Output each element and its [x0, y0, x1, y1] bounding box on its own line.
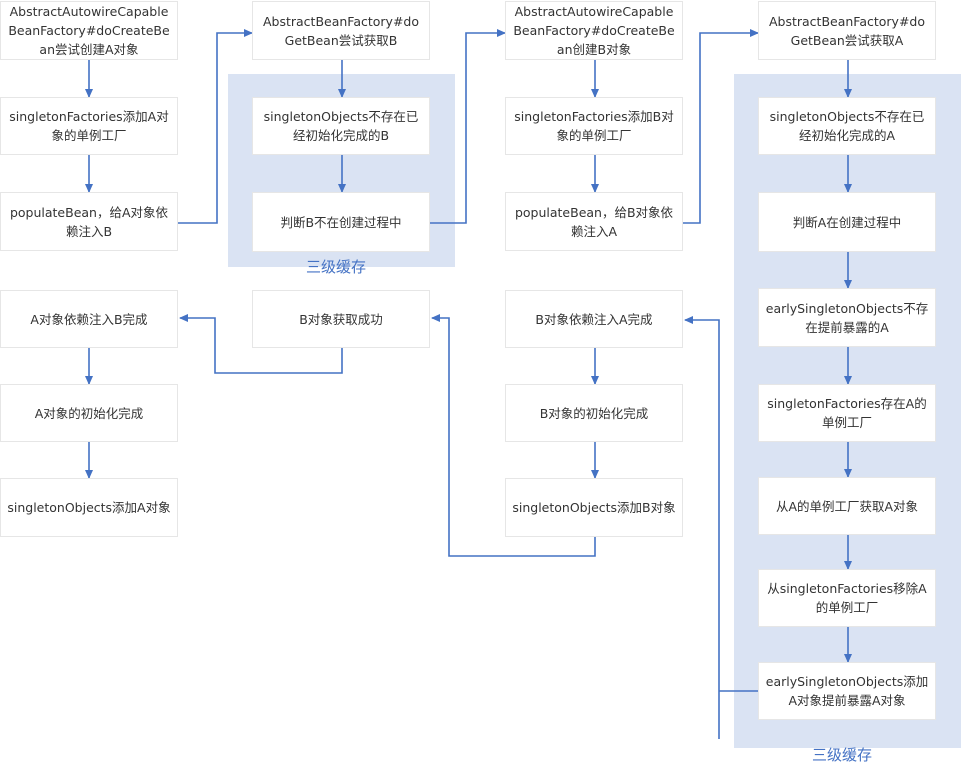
- node-c3_1: AbstractAutowireCapableBeanFactory#doCre…: [505, 1, 683, 60]
- node-c4_1: AbstractBeanFactory#doGetBean尝试获取A: [758, 1, 936, 60]
- node-c2_3: 判断B不在创建过程中: [252, 192, 430, 252]
- node-c1_4: A对象依赖注入B完成: [0, 290, 178, 348]
- node-c4_8: earlySingletonObjects添加A对象提前暴露A对象: [758, 662, 936, 720]
- node-c1_1: AbstractAutowireCapableBeanFactory#doCre…: [0, 1, 178, 60]
- node-c1_6: singletonObjects添加A对象: [0, 478, 178, 537]
- node-c3_4: B对象依赖注入A完成: [505, 290, 683, 348]
- node-c2_1: AbstractBeanFactory#doGetBean尝试获取B: [252, 1, 430, 60]
- cache-label-a: 三级缓存: [812, 746, 873, 764]
- edge-c4_8-c3_4: [684, 316, 758, 739]
- node-c1_3: populateBean，给A对象依赖注入B: [0, 192, 178, 251]
- edge-c1_3-c2_1: [178, 29, 253, 224]
- edge-c2_3-c3_1: [430, 29, 506, 224]
- node-c2_2: singletonObjects不存在已经初始化完成的B: [252, 97, 430, 155]
- cache-label-b: 三级缓存: [306, 258, 367, 276]
- node-c3_6: singletonObjects添加B对象: [505, 478, 683, 537]
- node-c1_2: singletonFactories添加A对象的单例工厂: [0, 97, 178, 155]
- node-c4_6: 从A的单例工厂获取A对象: [758, 477, 936, 535]
- edge-c2_4-c1_4: [179, 314, 343, 374]
- node-c3_2: singletonFactories添加B对象的单例工厂: [505, 97, 683, 155]
- node-c4_7: 从singletonFactories移除A的单例工厂: [758, 569, 936, 627]
- node-c3_5: B对象的初始化完成: [505, 384, 683, 442]
- node-c4_4: earlySingletonObjects不存在提前暴露的A: [758, 288, 936, 347]
- node-c4_2: singletonObjects不存在已经初始化完成的A: [758, 97, 936, 155]
- node-c4_3: 判断A在创建过程中: [758, 192, 936, 252]
- node-c1_5: A对象的初始化完成: [0, 384, 178, 442]
- edge-c3_6-c2_4: [431, 314, 596, 557]
- node-c4_5: singletonFactories存在A的单例工厂: [758, 384, 936, 442]
- node-c3_3: populateBean，给B对象依赖注入A: [505, 192, 683, 251]
- edge-c3_3-c4_1: [683, 29, 759, 224]
- node-c2_4: B对象获取成功: [252, 290, 430, 348]
